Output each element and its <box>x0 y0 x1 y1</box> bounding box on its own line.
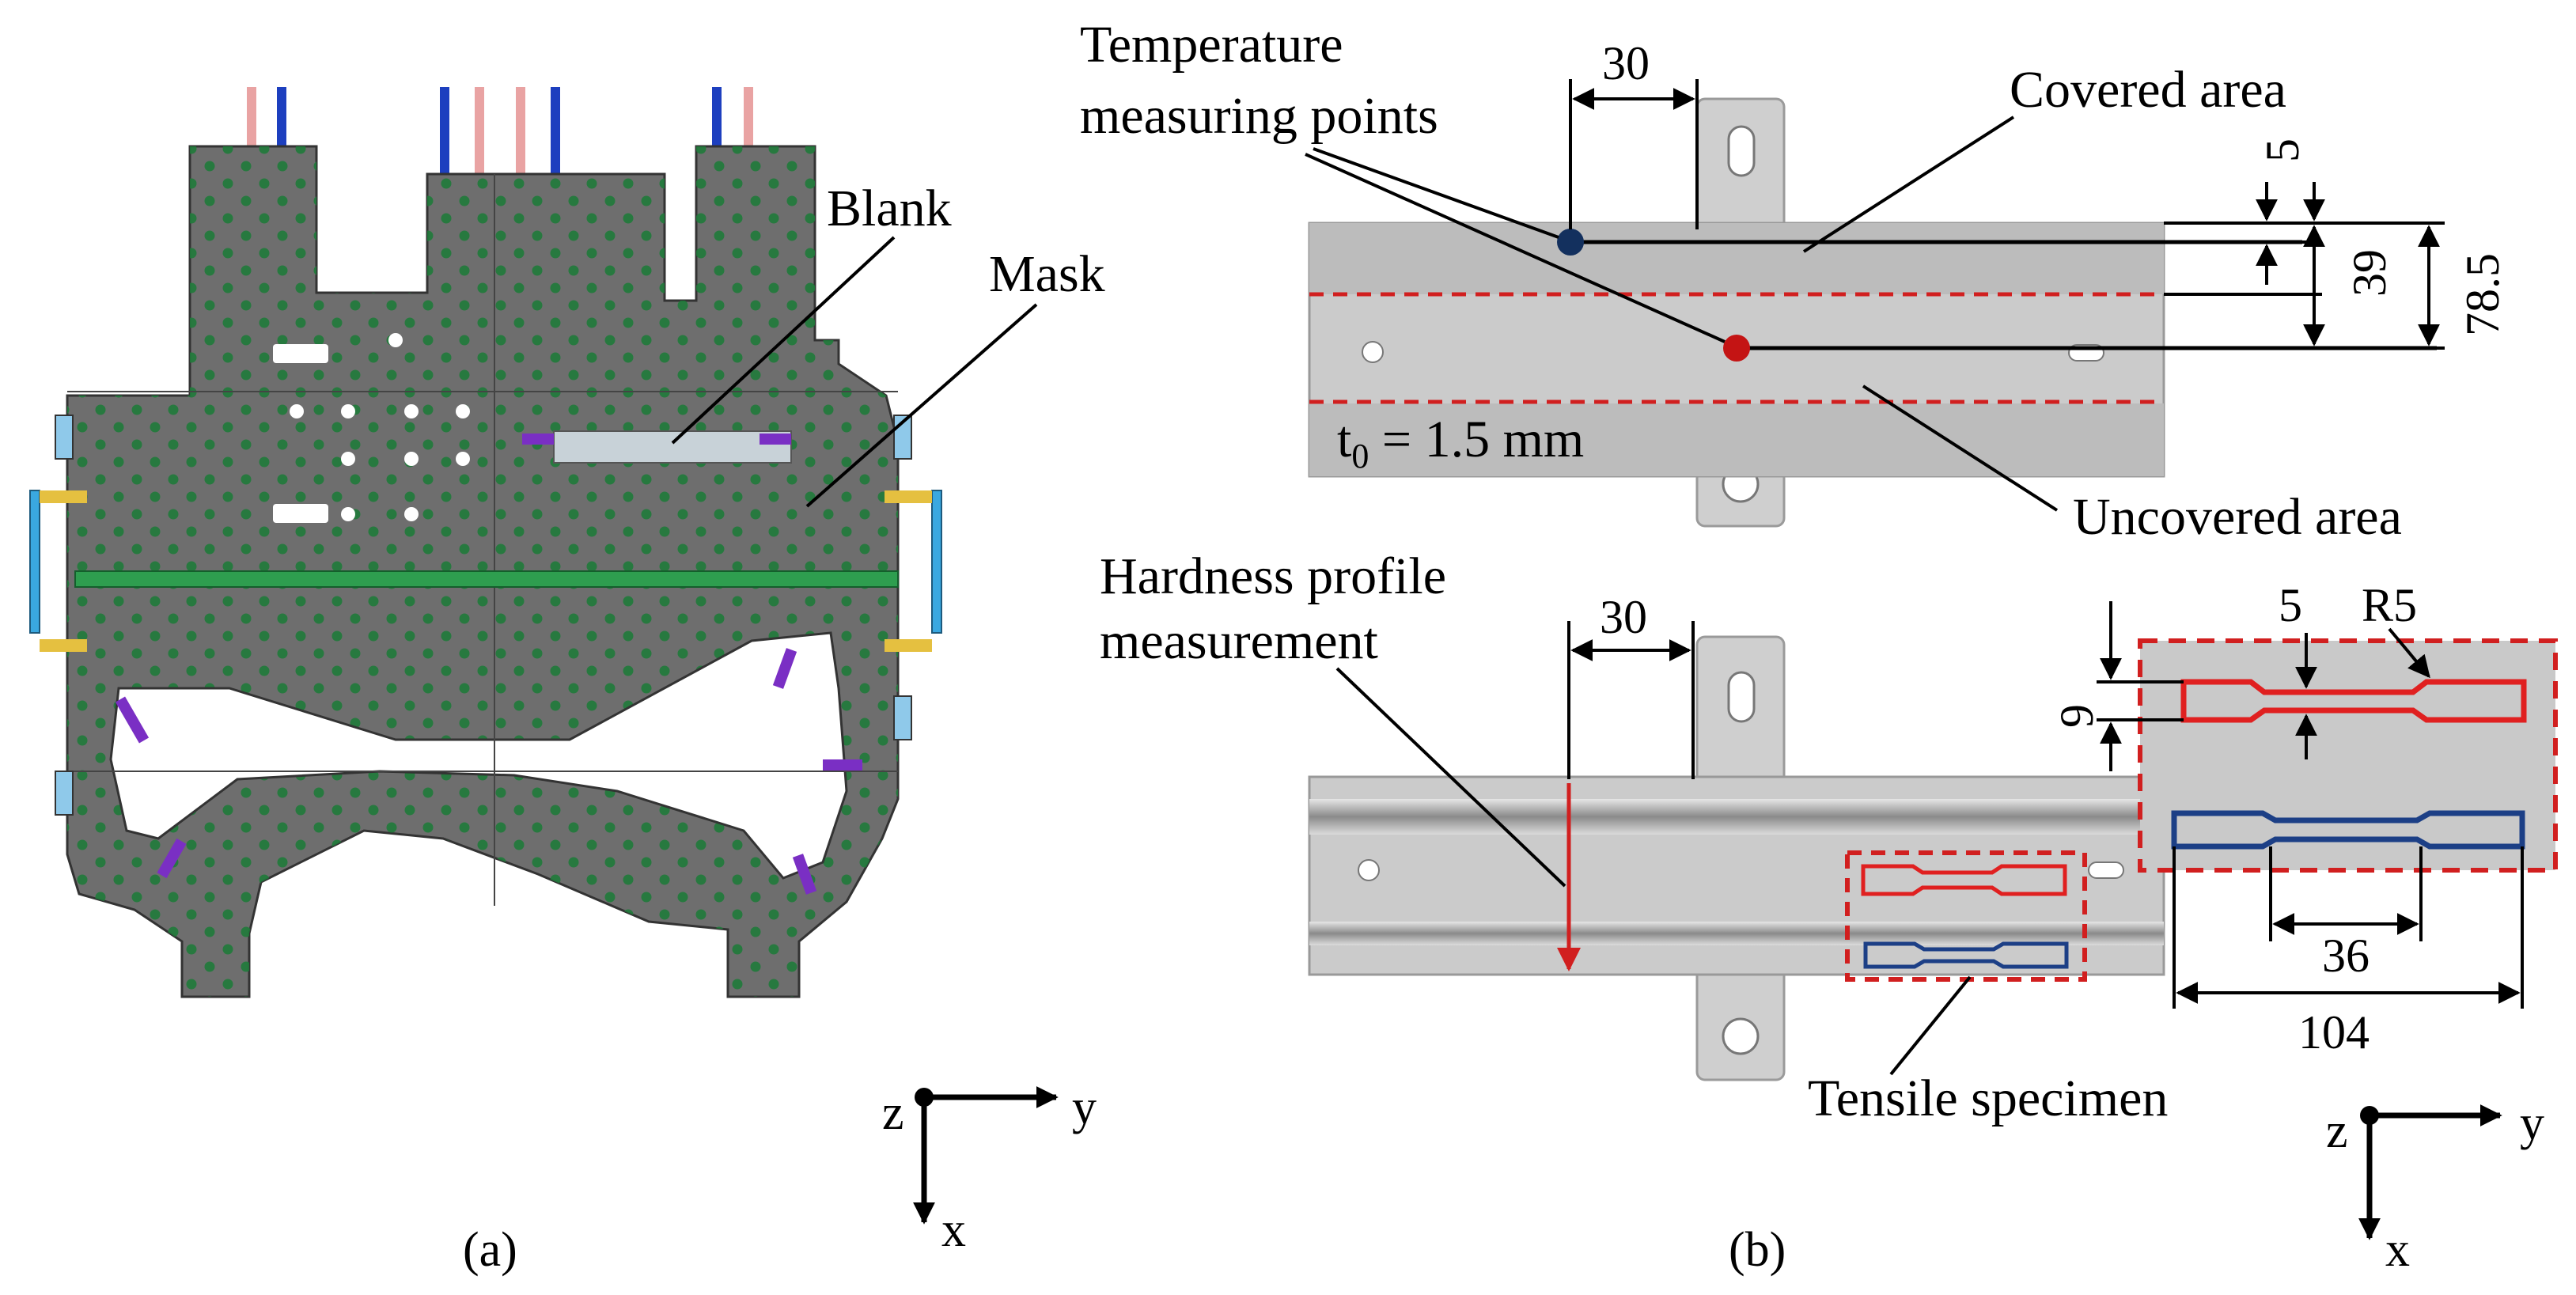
coordinate-axes-a: z y x <box>882 1081 1097 1257</box>
temp-label-line2: measuring points <box>1080 87 1438 145</box>
covered-area-label: Covered area <box>2010 61 2286 119</box>
uncovered-area-label: Uncovered area <box>2073 488 2402 546</box>
mask-plate <box>66 145 900 998</box>
mask-label: Mask <box>989 245 1105 303</box>
side-clamps <box>29 415 942 816</box>
axis-x-label-b: x <box>2385 1223 2410 1277</box>
panel-a: Blank Mask z y x (a) <box>29 87 1105 1277</box>
svg-text:104: 104 <box>2298 1006 2370 1058</box>
dim-30-bottom: 30 <box>1567 591 1695 779</box>
temp-label-line1: Temperature <box>1080 16 1343 74</box>
blank-part <box>553 430 792 464</box>
svg-text:30: 30 <box>1600 591 1647 643</box>
svg-text:R5: R5 <box>2362 579 2417 631</box>
thickness-label: t0 = 1.5 mm <box>1337 411 1584 475</box>
panel-b-bottom: Hardness profile measurement 30 Tensile … <box>1100 547 2558 1277</box>
coordinate-axes-b: z y x <box>2326 1096 2544 1277</box>
svg-text:9: 9 <box>2051 704 2103 728</box>
axis-z-label-b: z <box>2326 1104 2348 1158</box>
svg-text:39: 39 <box>2343 249 2396 297</box>
dim-30-top: 30 <box>1569 37 1699 229</box>
svg-text:78.5: 78.5 <box>2457 253 2509 336</box>
blank-leader <box>671 236 896 445</box>
axis-y-label: y <box>1072 1081 1097 1134</box>
dim-right-top: 5 39 78.5 <box>2164 138 2509 350</box>
coolant-hoses <box>247 87 753 174</box>
axis-y-label-b: y <box>2520 1096 2544 1150</box>
svg-text:36: 36 <box>2322 930 2370 982</box>
caption-b: (b) <box>1729 1223 1786 1277</box>
temp-point-uncovered <box>1723 335 1750 362</box>
axis-z-label: z <box>882 1086 904 1140</box>
panel-b-top: Temperature measuring points Covered are… <box>1080 16 2509 546</box>
dims-detail: 5 R5 9 36 104 <box>2051 579 2524 1058</box>
axis-x-label: x <box>941 1203 966 1257</box>
svg-text:5: 5 <box>2256 138 2309 162</box>
hardness-label-line1: Hardness profile <box>1100 547 1446 605</box>
temp-point-covered <box>1557 229 1584 256</box>
mask-leader <box>805 303 1038 508</box>
tensile-specimen-label: Tensile specimen <box>1808 1070 2168 1127</box>
hardness-label-line2: measurement <box>1100 612 1378 670</box>
caption-a: (a) <box>463 1223 517 1277</box>
svg-text:5: 5 <box>2279 579 2302 631</box>
svg-text:30: 30 <box>1602 37 1650 89</box>
blank-label: Blank <box>827 180 952 237</box>
